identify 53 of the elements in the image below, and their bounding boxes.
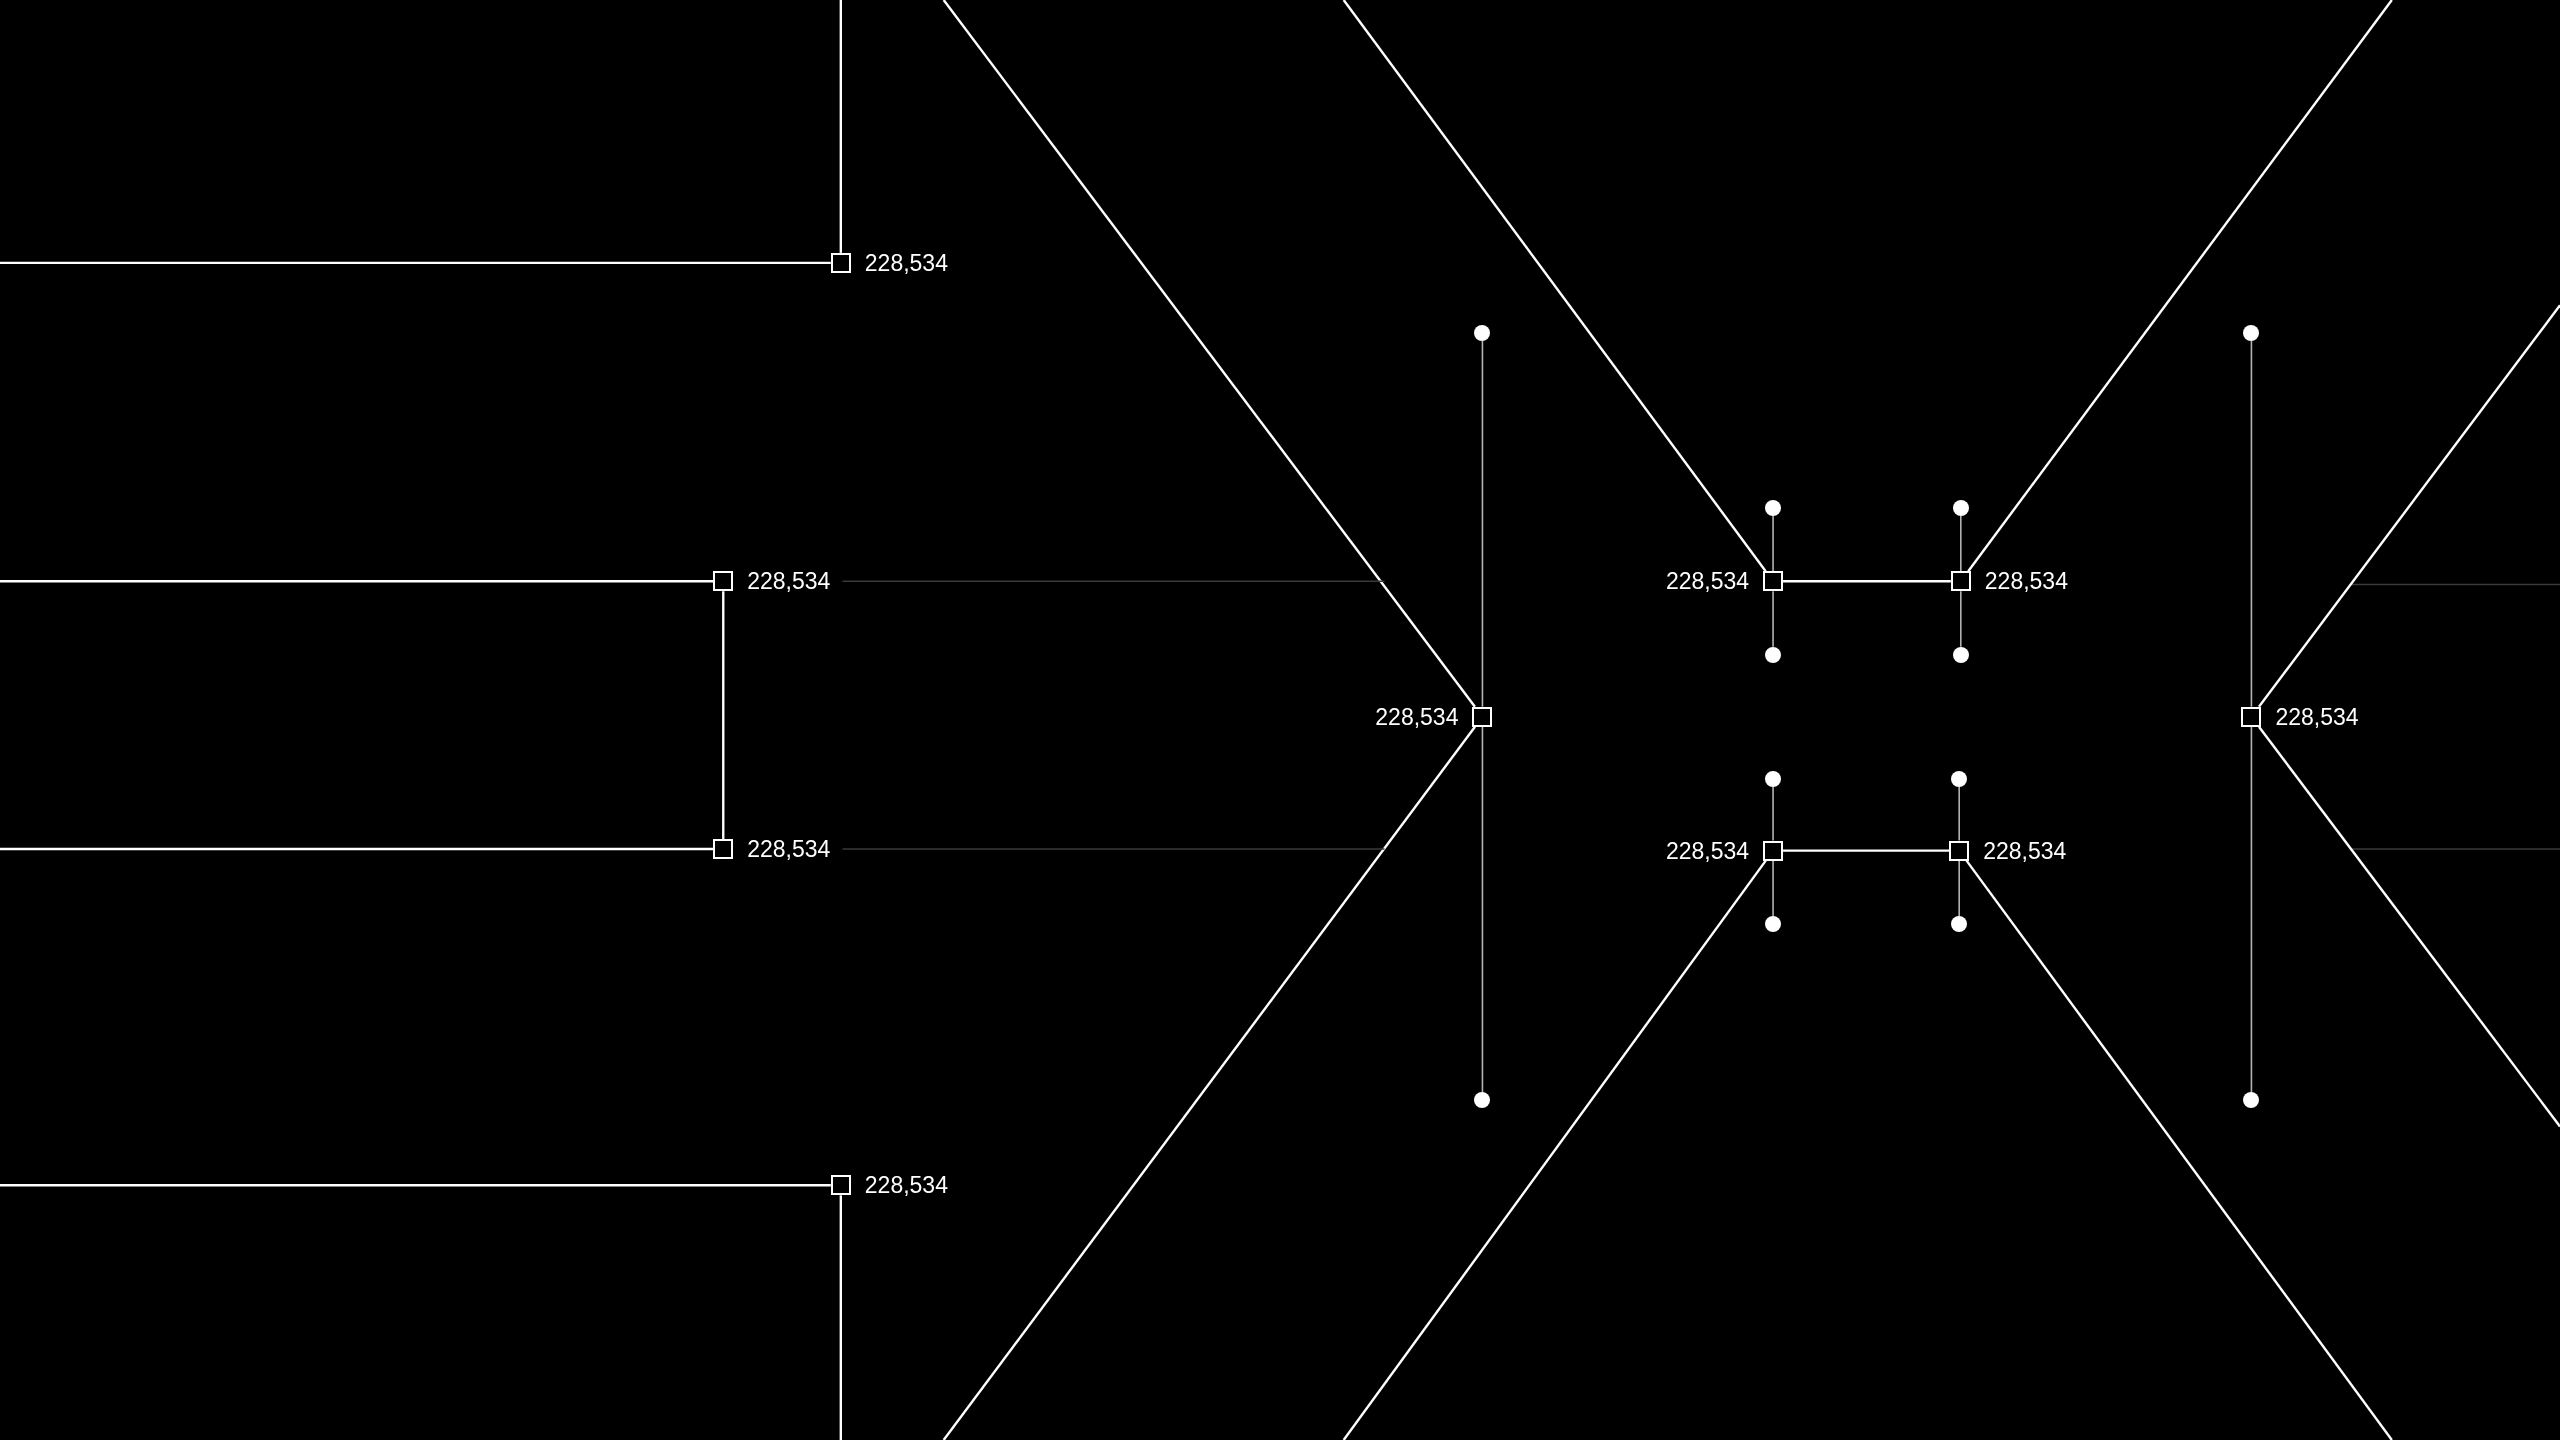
handle-dot bbox=[1951, 916, 1968, 933]
handle-dot bbox=[1952, 499, 1969, 516]
handle-line bbox=[1481, 340, 1484, 708]
handle-line bbox=[1960, 590, 1962, 648]
handle-dot bbox=[1474, 325, 1491, 342]
handle-dot bbox=[1765, 916, 1782, 933]
guide-line bbox=[841, 848, 1386, 850]
handle-line bbox=[2250, 725, 2253, 1094]
path-line bbox=[0, 847, 714, 851]
path-line bbox=[2257, 304, 2560, 708]
path-line bbox=[0, 261, 831, 265]
handle-dot bbox=[1474, 1092, 1491, 1109]
coordinate-label: 228,534 bbox=[864, 1173, 948, 1197]
path-line bbox=[839, 0, 843, 253]
coordinate-label: 228,534 bbox=[1984, 569, 2068, 593]
path-line bbox=[1967, 0, 2393, 572]
handle-line bbox=[1772, 859, 1774, 917]
handle-line bbox=[1958, 786, 1960, 842]
coordinate-label: 228,534 bbox=[747, 569, 831, 593]
handle-line bbox=[1960, 514, 1962, 572]
guide-line bbox=[841, 580, 1386, 582]
handle-dot bbox=[2243, 1092, 2260, 1109]
handle-line bbox=[1958, 859, 1960, 917]
path-line bbox=[942, 0, 1476, 708]
coordinate-label: 228,534 bbox=[1983, 839, 2067, 863]
handle-line bbox=[1772, 514, 1774, 572]
handle-line bbox=[1481, 725, 1484, 1094]
coordinate-label: 228,534 bbox=[747, 837, 831, 861]
path-line bbox=[1965, 859, 2393, 1440]
handle-line bbox=[1772, 786, 1774, 842]
handle-dot bbox=[2243, 325, 2260, 342]
path-line bbox=[0, 1184, 831, 1187]
handle-dot bbox=[1765, 770, 1782, 787]
path-line bbox=[0, 580, 714, 583]
handle-line bbox=[1772, 590, 1774, 648]
path-line bbox=[2258, 726, 2560, 1128]
coordinate-label: 228,534 bbox=[1665, 569, 1750, 593]
handle-line bbox=[2250, 340, 2253, 708]
coordinate-label: 228,534 bbox=[1375, 705, 1459, 729]
path-line bbox=[1783, 849, 1950, 852]
handle-dot bbox=[1765, 499, 1782, 516]
handle-dot bbox=[1765, 646, 1782, 663]
coordinate-label: 228,534 bbox=[2275, 705, 2359, 729]
handle-dot bbox=[1952, 646, 1969, 663]
path-line bbox=[1342, 0, 1767, 572]
path-line bbox=[1342, 859, 1767, 1440]
path-line bbox=[839, 1195, 843, 1440]
handle-dot bbox=[1951, 770, 1968, 787]
path-line bbox=[1783, 580, 1951, 583]
path-line bbox=[942, 726, 1476, 1440]
coordinate-label: 228,534 bbox=[1665, 839, 1750, 863]
path-line bbox=[722, 591, 725, 839]
coordinate-label: 228,534 bbox=[864, 251, 948, 275]
